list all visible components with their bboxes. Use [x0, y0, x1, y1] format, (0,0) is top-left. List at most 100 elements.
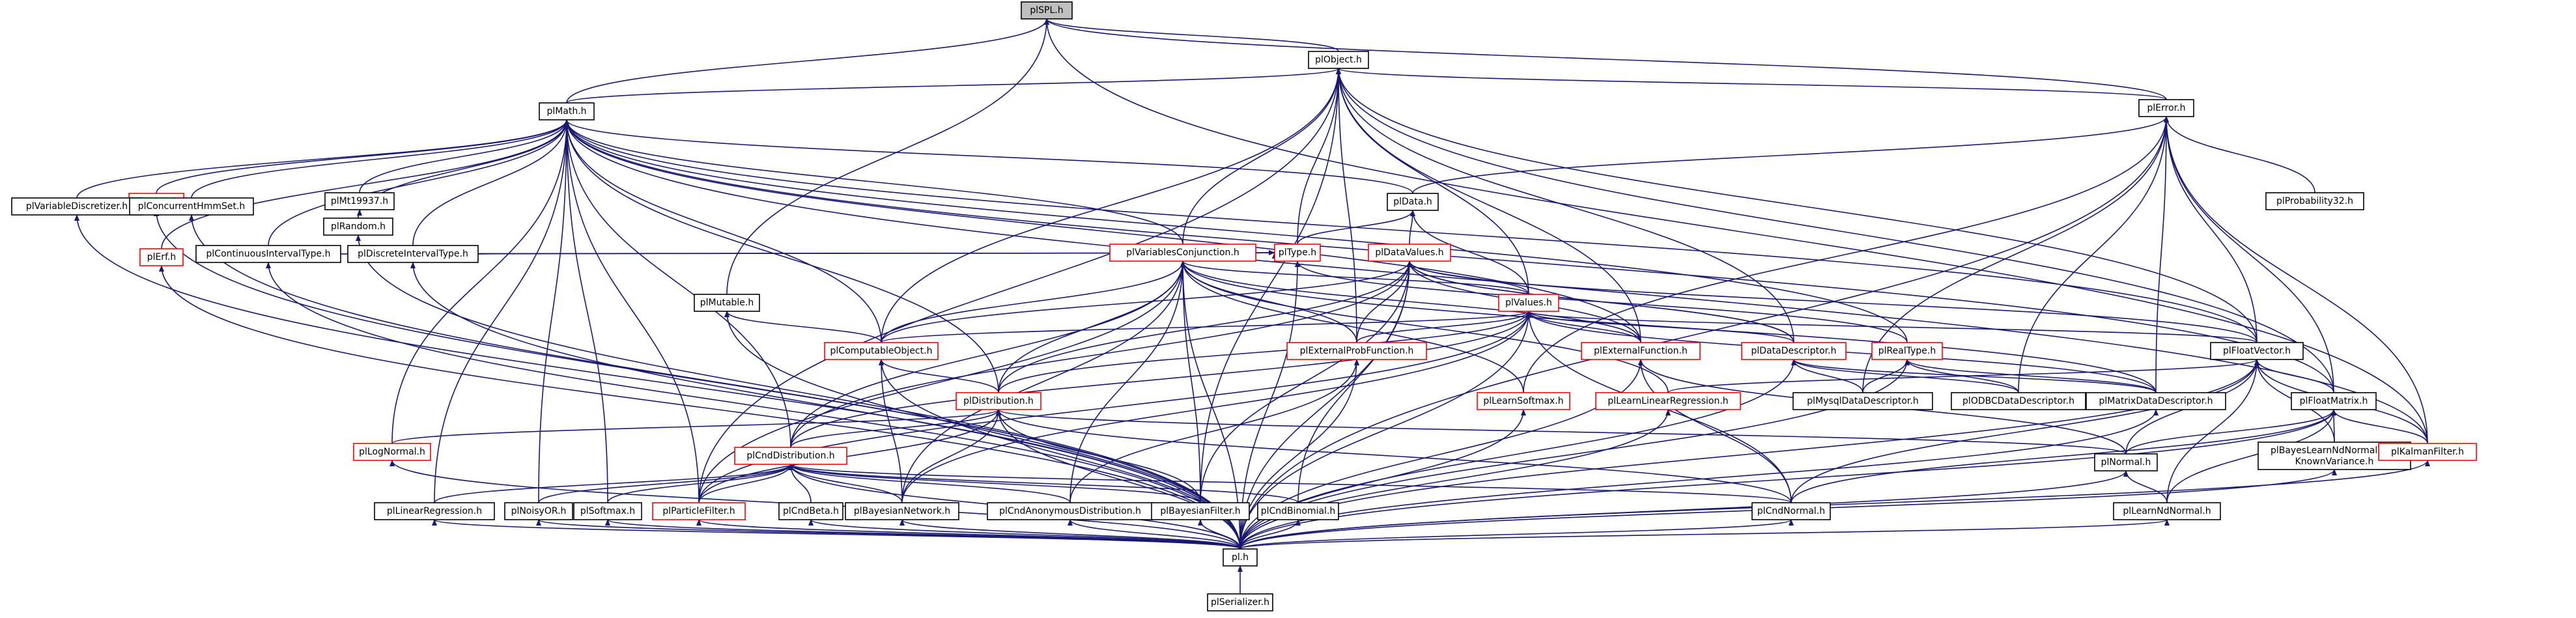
node-plLearnNdNormal[interactable]: plLearnNdNormal.h — [2113, 502, 2221, 520]
node-plCndDistribution[interactable]: plCndDistribution.h — [734, 447, 847, 465]
node-box[interactable] — [1151, 502, 1250, 520]
node-box[interactable] — [1751, 502, 1831, 520]
node-plSPL[interactable]: plSPL.h — [1021, 1, 1073, 20]
node-plLearnSoftmax[interactable]: plLearnSoftmax.h — [1477, 392, 1570, 410]
node-box[interactable] — [129, 197, 254, 216]
node-box[interactable] — [2094, 453, 2158, 471]
node-plComputableObject[interactable]: plComputableObject.h — [824, 342, 939, 360]
node-plDataDescriptor[interactable]: plDataDescriptor.h — [1741, 342, 1847, 360]
node-plFloatVector[interactable]: plFloatVector.h — [2210, 342, 2304, 360]
node-plType[interactable]: plType.h — [1274, 244, 1321, 262]
node-plDistribution[interactable]: plDistribution.h — [955, 392, 1041, 410]
node-box[interactable] — [374, 502, 495, 520]
node-plData[interactable]: plData.h — [1387, 193, 1439, 211]
node-box[interactable] — [1951, 392, 2086, 410]
node-box[interactable] — [1223, 548, 1258, 567]
node-plNoisyOR[interactable]: plNoisyOR.h — [504, 502, 573, 520]
node-plMatrixDataDescriptor[interactable]: plMatrixDataDescriptor.h — [2086, 392, 2226, 410]
node-box[interactable] — [694, 294, 760, 312]
node-box[interactable] — [1368, 244, 1451, 262]
node-box[interactable] — [1498, 294, 1559, 312]
node-box[interactable] — [573, 502, 642, 520]
node-plRealType[interactable]: plRealType.h — [1871, 342, 1943, 360]
node-box[interactable] — [824, 342, 939, 360]
node-box[interactable] — [1741, 342, 1847, 360]
node-plProbability32[interactable]: plProbability32.h — [2265, 192, 2364, 210]
node-box[interactable] — [2210, 342, 2304, 360]
node-plMath[interactable]: plMath.h — [539, 102, 595, 120]
edge-pl-to-plCndBeta — [808, 519, 1241, 550]
node-box[interactable] — [1257, 502, 1339, 520]
node-box[interactable] — [1109, 244, 1256, 262]
node-plCndNormal[interactable]: plCndNormal.h — [1751, 502, 1831, 520]
node-plVariablesConjunction[interactable]: plVariablesConjunction.h — [1109, 244, 1256, 262]
node-box[interactable] — [2113, 502, 2221, 520]
node-box[interactable] — [652, 502, 746, 520]
node-pl[interactable]: pl.h — [1223, 548, 1258, 567]
node-box[interactable] — [1286, 342, 1427, 360]
node-box[interactable] — [2138, 99, 2194, 117]
node-box[interactable] — [1207, 593, 1273, 611]
node-box[interactable] — [1308, 51, 1369, 69]
node-plVariableDiscretizer[interactable]: plVariableDiscretizer.h — [11, 197, 143, 216]
node-plKalmanFilter[interactable]: plKalmanFilter.h — [2378, 443, 2477, 461]
node-plFloatMatrix[interactable]: plFloatMatrix.h — [2291, 392, 2377, 410]
node-box[interactable] — [1581, 342, 1701, 360]
node-box[interactable] — [324, 192, 395, 210]
node-box[interactable] — [347, 245, 479, 263]
node-box[interactable] — [1274, 244, 1321, 262]
node-box[interactable] — [2291, 392, 2377, 410]
node-plObject[interactable]: plObject.h — [1308, 51, 1369, 69]
node-plErf[interactable]: plErf.h — [139, 248, 184, 266]
node-plCndBinomial[interactable]: plCndBinomial.h — [1257, 502, 1339, 520]
node-box[interactable] — [353, 443, 431, 461]
node-box[interactable] — [139, 248, 184, 266]
node-plLearnLinearRegression[interactable]: plLearnLinearRegression.h — [1595, 392, 1741, 410]
edge-plComputableObject-to-plMutable — [724, 311, 882, 343]
node-plCndBeta[interactable]: plCndBeta.h — [778, 502, 843, 520]
node-plLinearRegression[interactable]: plLinearRegression.h — [374, 502, 495, 520]
node-box[interactable] — [1792, 392, 1933, 410]
node-plRandom[interactable]: plRandom.h — [323, 218, 393, 236]
node-plMt19937[interactable]: plMt19937.h — [324, 192, 395, 210]
node-box[interactable] — [504, 502, 573, 520]
node-plConcurrentHmmSet[interactable]: plConcurrentHmmSet.h — [129, 197, 254, 216]
node-plSoftmax[interactable]: plSoftmax.h — [573, 502, 642, 520]
edge-plMath-to-plSPL — [566, 18, 1049, 104]
node-plLogNormal[interactable]: plLogNormal.h — [353, 443, 431, 461]
node-plSerializer[interactable]: plSerializer.h — [1207, 593, 1273, 611]
node-box[interactable] — [778, 502, 843, 520]
node-box[interactable] — [323, 218, 393, 236]
node-box[interactable] — [2086, 392, 2226, 410]
node-box[interactable] — [2265, 192, 2364, 210]
node-box[interactable] — [1595, 392, 1741, 410]
node-box[interactable] — [1871, 342, 1943, 360]
node-plNormal[interactable]: plNormal.h — [2094, 453, 2158, 471]
node-plBayesianNetwork[interactable]: plBayesianNetwork.h — [845, 502, 959, 520]
node-plContinuousIntervalType[interactable]: plContinuousIntervalType.h — [195, 245, 341, 263]
node-plParticleFilter[interactable]: plParticleFilter.h — [652, 502, 746, 520]
node-plMutable[interactable]: plMutable.h — [694, 294, 760, 312]
node-box[interactable] — [2378, 443, 2477, 461]
node-box[interactable] — [734, 447, 847, 465]
node-plODBCDataDescriptor[interactable]: plODBCDataDescriptor.h — [1951, 392, 2086, 410]
node-plExternalFunction[interactable]: plExternalFunction.h — [1581, 342, 1701, 360]
node-box[interactable] — [11, 197, 143, 216]
node-plError[interactable]: plError.h — [2138, 99, 2194, 117]
node-box[interactable] — [195, 245, 341, 263]
node-box[interactable] — [1477, 392, 1570, 410]
node-box[interactable] — [1021, 1, 1073, 20]
node-plBayesianFilter[interactable]: plBayesianFilter.h — [1151, 502, 1250, 520]
node-plExternalProbFunction[interactable]: plExternalProbFunction.h — [1286, 342, 1427, 360]
node-plCndAnonymousDistribution[interactable]: plCndAnonymousDistribution.h — [987, 502, 1154, 520]
node-box[interactable] — [955, 392, 1041, 410]
node-plDataValues[interactable]: plDataValues.h — [1368, 244, 1451, 262]
node-plValues[interactable]: plValues.h — [1498, 294, 1559, 312]
edge-plCndNormal-to-plFloatMatrix — [1790, 409, 2336, 503]
node-box[interactable] — [845, 502, 959, 520]
node-box[interactable] — [1387, 193, 1439, 211]
edge-plData-to-plError — [1412, 116, 2169, 194]
node-box[interactable] — [539, 102, 595, 120]
node-plDiscreteIntervalType[interactable]: plDiscreteIntervalType.h — [347, 245, 479, 263]
node-plMysqlDataDescriptor[interactable]: plMysqlDataDescriptor.h — [1792, 392, 1933, 410]
